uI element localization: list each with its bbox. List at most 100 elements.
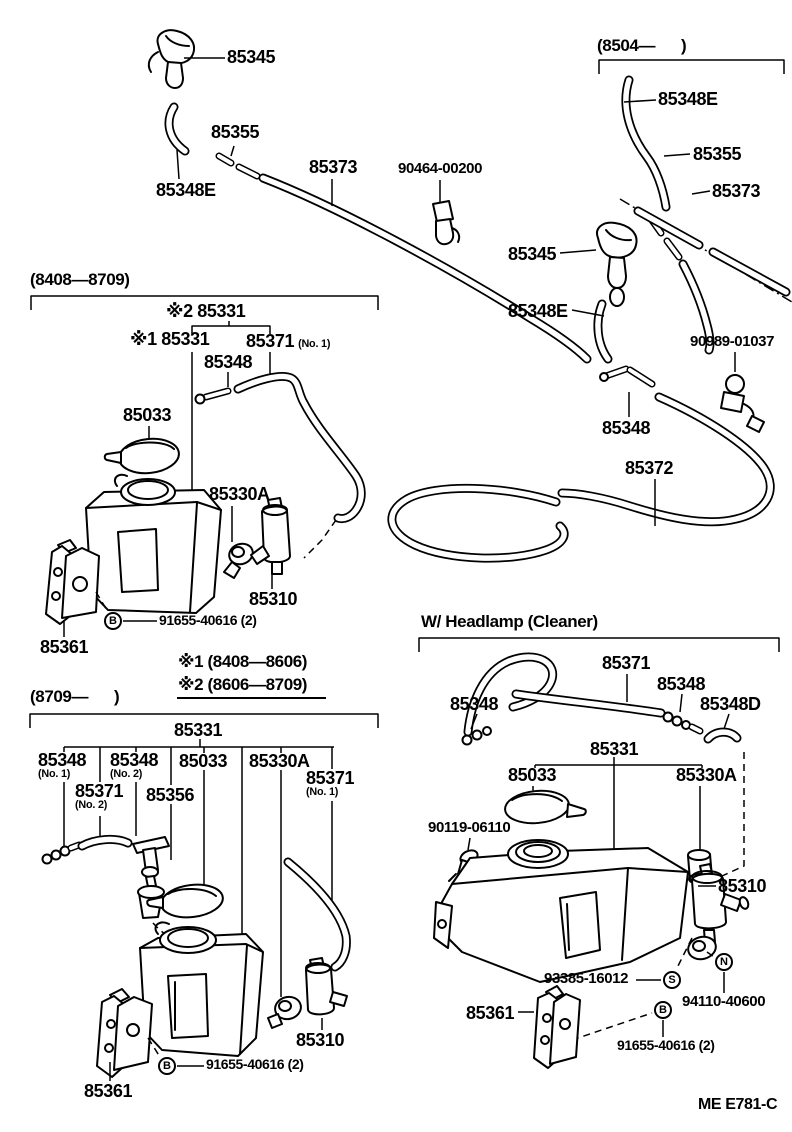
label-85345-top-left: 85345: [227, 48, 275, 66]
label-85330a-right: 85330A: [676, 766, 737, 784]
note-ref2-range: ※2 (8606—8709): [178, 676, 307, 693]
fastener-symbol-n-3: N: [715, 953, 733, 971]
label-85310-mid: 85310: [249, 590, 297, 608]
part-label-text: 85033: [179, 751, 228, 771]
label-85371-no1-mid: 85371(No. 1): [246, 332, 330, 350]
part-label-text: 85355: [693, 144, 742, 164]
part-label-text: 85372: [625, 458, 674, 478]
label-93385-16012: 93385-16012: [544, 971, 628, 986]
section-range-8504: (8504— ): [597, 36, 687, 55]
part-label-text: (8504— ): [597, 36, 687, 55]
part-label-text: 85033: [123, 405, 172, 425]
label-85310-bottom: 85310: [296, 1031, 344, 1049]
label-85355-top-left: 85355: [211, 123, 259, 141]
section-title-headlamp: W/ Headlamp (Cleaner): [421, 613, 598, 630]
part-label-text: W/ Headlamp (Cleaner): [421, 612, 598, 631]
part-label-text: 85348: [657, 674, 706, 694]
doc-code: ME E781-C: [698, 1096, 778, 1113]
part-label-text: 85371: [306, 768, 355, 788]
part-label-text: 91655-40616 (2): [617, 1037, 715, 1053]
label-85348e-top-left: 85348E: [156, 181, 216, 199]
part-label-sub: (No. 2): [110, 768, 143, 781]
part-label-text: ME E781-C: [698, 1096, 778, 1113]
label-ref2-85331: ※2 85331: [166, 302, 246, 320]
part-label-text: 85330A: [676, 765, 737, 785]
part-label-text: 85371: [246, 331, 295, 351]
label-85330a-bottom: 85330A: [249, 752, 310, 770]
section-range-8709: (8709— ): [30, 688, 120, 705]
label-85348-right-2: 85348: [450, 695, 498, 713]
part-label-text: 85310: [249, 589, 298, 609]
part-label-text: (8408—8709): [30, 270, 130, 289]
drawing-bottom-left-assembly: [29, 713, 379, 1081]
label-85371-no2-bottom: 85371(No. 2): [75, 782, 123, 811]
part-label-text: 93385-16012: [544, 970, 629, 987]
label-85348-top-right: 85348: [602, 419, 650, 437]
part-label-sub: (No. 1): [38, 768, 71, 781]
label-85348-mid: 85348: [204, 353, 252, 371]
label-85361-right: 85361: [466, 1004, 514, 1022]
part-label-text: 85348: [450, 694, 499, 714]
label-85371-no1-bottom: 85371(No. 1): [306, 769, 354, 798]
label-85373-top-left: 85373: [309, 158, 357, 176]
part-label-text: 85348: [110, 750, 159, 770]
part-label-text: 85373: [309, 157, 358, 177]
part-label-text: 85355: [211, 122, 260, 142]
part-label-text: 85348E: [658, 89, 718, 109]
label-85355-top-right: 85355: [693, 145, 741, 163]
label-90989-01037: 90989-01037: [690, 334, 774, 349]
label-90119-06110: 90119-06110: [428, 819, 511, 836]
part-label-text: 85373: [712, 181, 761, 201]
part-label-text: 85345: [508, 244, 557, 264]
label-85033-bottom: 85033: [179, 752, 227, 770]
label-85371-right: 85371: [602, 654, 650, 672]
label-90464-00200: 90464-00200: [398, 161, 482, 176]
part-label-text: 85348D: [700, 694, 761, 714]
label-91655-right: 91655-40616 (2): [617, 1038, 715, 1052]
label-85331-bottom: 85331: [174, 721, 222, 739]
label-85361-mid: 85361: [40, 638, 88, 656]
fastener-symbol-s-2: S: [663, 971, 681, 989]
label-85356-bottom: 85356: [146, 786, 194, 804]
part-label-text: 85356: [146, 785, 195, 805]
label-91655-bottom: 91655-40616 (2): [206, 1057, 304, 1071]
part-label-text: 90464-00200: [398, 160, 483, 177]
drawing-mid-left-assembly: [30, 295, 379, 699]
label-85310-right: 85310: [718, 877, 766, 895]
label-94110-40600: 94110-40600: [682, 993, 766, 1010]
part-label-text: 85361: [466, 1003, 515, 1023]
label-85033-right: 85033: [508, 766, 556, 784]
part-label-text: ※2 (8606—8709): [178, 675, 308, 694]
part-label-text: 85348: [38, 750, 87, 770]
part-label-text: 85371: [75, 781, 124, 801]
part-label-text: 90119-06110: [428, 819, 511, 836]
fastener-symbol-b-0: B: [104, 612, 122, 630]
part-label-text: 90989-01037: [690, 333, 775, 350]
fastener-symbol-b-1: B: [158, 1057, 176, 1075]
part-label-sub: (No. 1): [298, 338, 331, 350]
label-85361-bottom: 85361: [84, 1082, 132, 1100]
label-85348-right-1: 85348: [657, 675, 705, 693]
drawing-top-right-assembly: [387, 59, 792, 563]
part-label-text: 85331: [174, 720, 223, 740]
part-label-text: 94110-40600: [682, 993, 766, 1010]
label-85372: 85372: [625, 459, 673, 477]
part-label-text: 85348E: [508, 301, 568, 321]
part-label-text: 85361: [40, 637, 89, 657]
part-label-text: 85345: [227, 47, 276, 67]
label-ref1-85331: ※1 85331: [130, 330, 210, 348]
part-label-text: 85331: [590, 739, 639, 759]
part-label-text: 85348: [204, 352, 253, 372]
part-label-text: 85348: [602, 418, 651, 438]
section-range-8408-8709: (8408—8709): [30, 271, 130, 288]
label-85373-top-right: 85373: [712, 182, 760, 200]
label-85331-right: 85331: [590, 740, 638, 758]
label-85348e-top-right: 85348E: [658, 90, 718, 108]
drawing-top-left-assembly: [147, 29, 592, 364]
part-label-text: 85310: [718, 876, 767, 896]
fastener-symbol-b-4: B: [654, 1001, 672, 1019]
part-label-text: 85330A: [249, 751, 310, 771]
label-91655-mid: 91655-40616 (2): [159, 613, 257, 627]
